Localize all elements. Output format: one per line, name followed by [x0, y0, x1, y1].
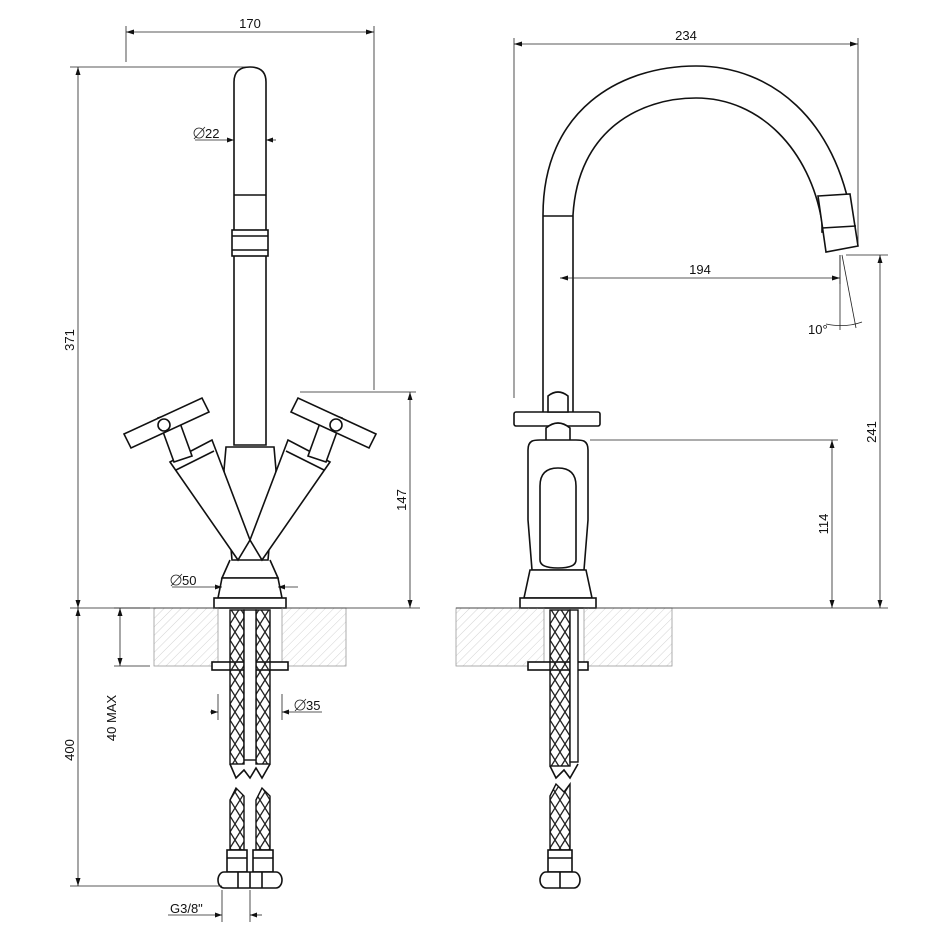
- side-gooseneck-spout: [542, 65, 853, 421]
- side-handle-height-label: 114: [816, 514, 831, 535]
- spout-diameter-label: 22: [205, 126, 219, 141]
- base-diameter-label: 50: [182, 573, 196, 588]
- front-hoses-lower: [217, 786, 283, 889]
- dim-front-height: 371: [62, 66, 250, 608]
- front-aerator-ring: [231, 229, 269, 257]
- dim-spout-reach: 194: [560, 255, 841, 284]
- dim-connection: G3/8": [168, 890, 262, 922]
- front-right-cross-handle: [289, 396, 378, 464]
- dim-front-width: 170: [125, 16, 375, 390]
- dim-side-width: 234: [513, 28, 859, 398]
- spout-reach-label: 194: [689, 262, 711, 277]
- side-base-flange: [519, 597, 597, 609]
- front-countertop: [153, 607, 347, 667]
- side-hose-lower: [539, 781, 581, 889]
- hole-diameter-label: 35: [306, 698, 320, 713]
- front-handle-height-label: 147: [394, 489, 409, 511]
- front-right-valve: [249, 438, 332, 562]
- front-left-cross-handle: [122, 396, 211, 464]
- dim-base-diameter: 50: [170, 573, 298, 590]
- side-height-label: 241: [864, 421, 879, 443]
- side-width-label: 234: [675, 28, 697, 43]
- front-base-flange: [213, 597, 287, 609]
- dim-deck-thickness: 40 MAX: [104, 607, 150, 742]
- side-view: 234 194 10° 241: [455, 28, 888, 889]
- front-view: 170 371 22: [62, 16, 420, 922]
- dim-spout-diameter: 22: [193, 126, 276, 143]
- side-lever-housing: [539, 467, 577, 569]
- dim-front-handle-height: 147: [300, 391, 416, 608]
- hose-length-label: 400: [62, 739, 77, 761]
- side-base: [523, 569, 593, 599]
- dim-side-height: 241: [846, 254, 888, 608]
- connection-label: G3/8": [170, 901, 203, 916]
- dim-spout-angle: 10°: [808, 254, 863, 337]
- dim-hose-length: 400: [62, 608, 222, 887]
- deck-thickness-label: 40 MAX: [104, 695, 119, 742]
- side-hose-upper: [549, 609, 579, 780]
- spout-angle-label: 10°: [808, 322, 828, 337]
- dim-side-handle-height: 114: [590, 439, 838, 608]
- front-hoses-upper: [229, 609, 271, 780]
- front-width-label: 170: [239, 16, 261, 31]
- side-countertop: [455, 607, 673, 667]
- side-aerator: [817, 193, 859, 253]
- front-base: [217, 577, 283, 599]
- front-height-label: 371: [62, 329, 77, 351]
- dim-hole-diameter: 35: [210, 694, 322, 720]
